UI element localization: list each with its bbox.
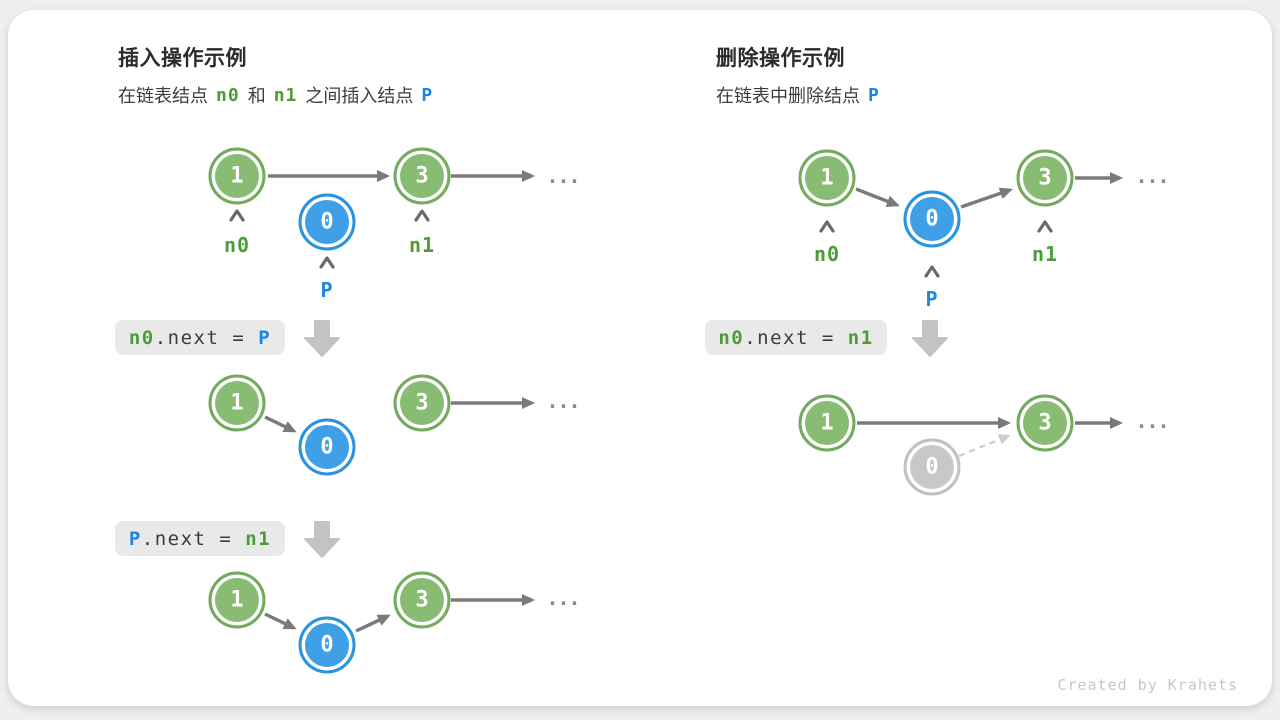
code-value: P bbox=[258, 326, 272, 349]
code-target: P bbox=[128, 527, 142, 550]
node-value: 1 bbox=[820, 165, 834, 191]
node-n1: 3 bbox=[393, 374, 451, 432]
pointer-label-p: P bbox=[320, 278, 334, 302]
node-n0: 1 bbox=[208, 374, 266, 432]
subtitle-text: 在链表中删除结点 bbox=[716, 86, 860, 106]
node-value: 3 bbox=[1038, 165, 1052, 191]
node-value: 0 bbox=[925, 454, 939, 480]
code-target: n0 bbox=[128, 326, 155, 349]
node-value: 1 bbox=[820, 410, 834, 436]
inline-code-n0: n0 bbox=[216, 84, 240, 106]
node-value: 0 bbox=[320, 209, 334, 235]
node-value: 1 bbox=[230, 390, 244, 416]
node-n0: 1 bbox=[208, 571, 266, 629]
node-value: 1 bbox=[230, 163, 244, 189]
pointer-label-n1: n1 bbox=[1031, 242, 1059, 266]
delete-section-title: 删除操作示例 bbox=[716, 47, 845, 70]
pointer-label-n0: n0 bbox=[223, 233, 251, 257]
inline-code-p: P bbox=[421, 84, 434, 106]
inline-code-p: P bbox=[868, 84, 880, 106]
ellipsis: ... bbox=[1135, 409, 1169, 434]
subtitle-text: 在链表结点 bbox=[118, 86, 208, 106]
node-value: 3 bbox=[415, 587, 429, 613]
watermark-credit: Created by Krahets bbox=[1057, 676, 1238, 694]
node-n0: 1 bbox=[798, 394, 856, 452]
node-value: 3 bbox=[415, 163, 429, 189]
node-value: 0 bbox=[320, 434, 334, 460]
code-target: n0 bbox=[718, 326, 745, 349]
diagram-card bbox=[8, 10, 1272, 706]
pointer-label-n0: n0 bbox=[813, 242, 841, 266]
ellipsis: ... bbox=[1135, 164, 1169, 189]
inline-code-n1: n1 bbox=[273, 84, 298, 106]
pointer-label-p: P bbox=[925, 287, 939, 311]
node-value: 1 bbox=[230, 587, 244, 613]
subtitle-text: 和 bbox=[247, 86, 266, 106]
node-p: 0 bbox=[903, 190, 961, 248]
insert-section-subtitle: 在链表结点 n0 和 n1 之间插入结点 P bbox=[118, 82, 441, 108]
node-value: 3 bbox=[415, 390, 429, 416]
ellipsis: ... bbox=[546, 586, 580, 611]
code-p-next-n1: P.next = n1 bbox=[115, 521, 285, 556]
subtitle-text: 之间插入结点 bbox=[305, 86, 414, 106]
code-accessor: .next = bbox=[744, 326, 848, 349]
node-n0: 1 bbox=[798, 149, 856, 207]
insert-section-title: 插入操作示例 bbox=[118, 47, 247, 70]
node-n1: 3 bbox=[1016, 149, 1074, 207]
code-accessor: .next = bbox=[154, 326, 259, 349]
ellipsis: ... bbox=[546, 389, 580, 414]
code-value: n1 bbox=[847, 326, 874, 349]
node-value: 0 bbox=[320, 632, 334, 658]
node-p-removed: 0 bbox=[903, 438, 961, 496]
code-accessor: .next = bbox=[141, 527, 246, 550]
code-n0-next-n1: n0.next = n1 bbox=[705, 320, 887, 355]
node-p: 0 bbox=[298, 616, 356, 674]
node-n1: 3 bbox=[393, 571, 451, 629]
node-value: 3 bbox=[1038, 410, 1052, 436]
delete-section-subtitle: 在链表中删除结点 P bbox=[716, 82, 888, 108]
pointer-label-n1: n1 bbox=[408, 233, 436, 257]
node-p: 0 bbox=[298, 418, 356, 476]
node-p: 0 bbox=[298, 193, 356, 251]
ellipsis: ... bbox=[546, 164, 580, 189]
code-value: n1 bbox=[245, 527, 272, 550]
node-n0: 1 bbox=[208, 147, 266, 205]
node-n1: 3 bbox=[1016, 394, 1074, 452]
code-n0-next-p: n0.next = P bbox=[115, 320, 285, 355]
node-n1: 3 bbox=[393, 147, 451, 205]
node-value: 0 bbox=[925, 206, 939, 232]
